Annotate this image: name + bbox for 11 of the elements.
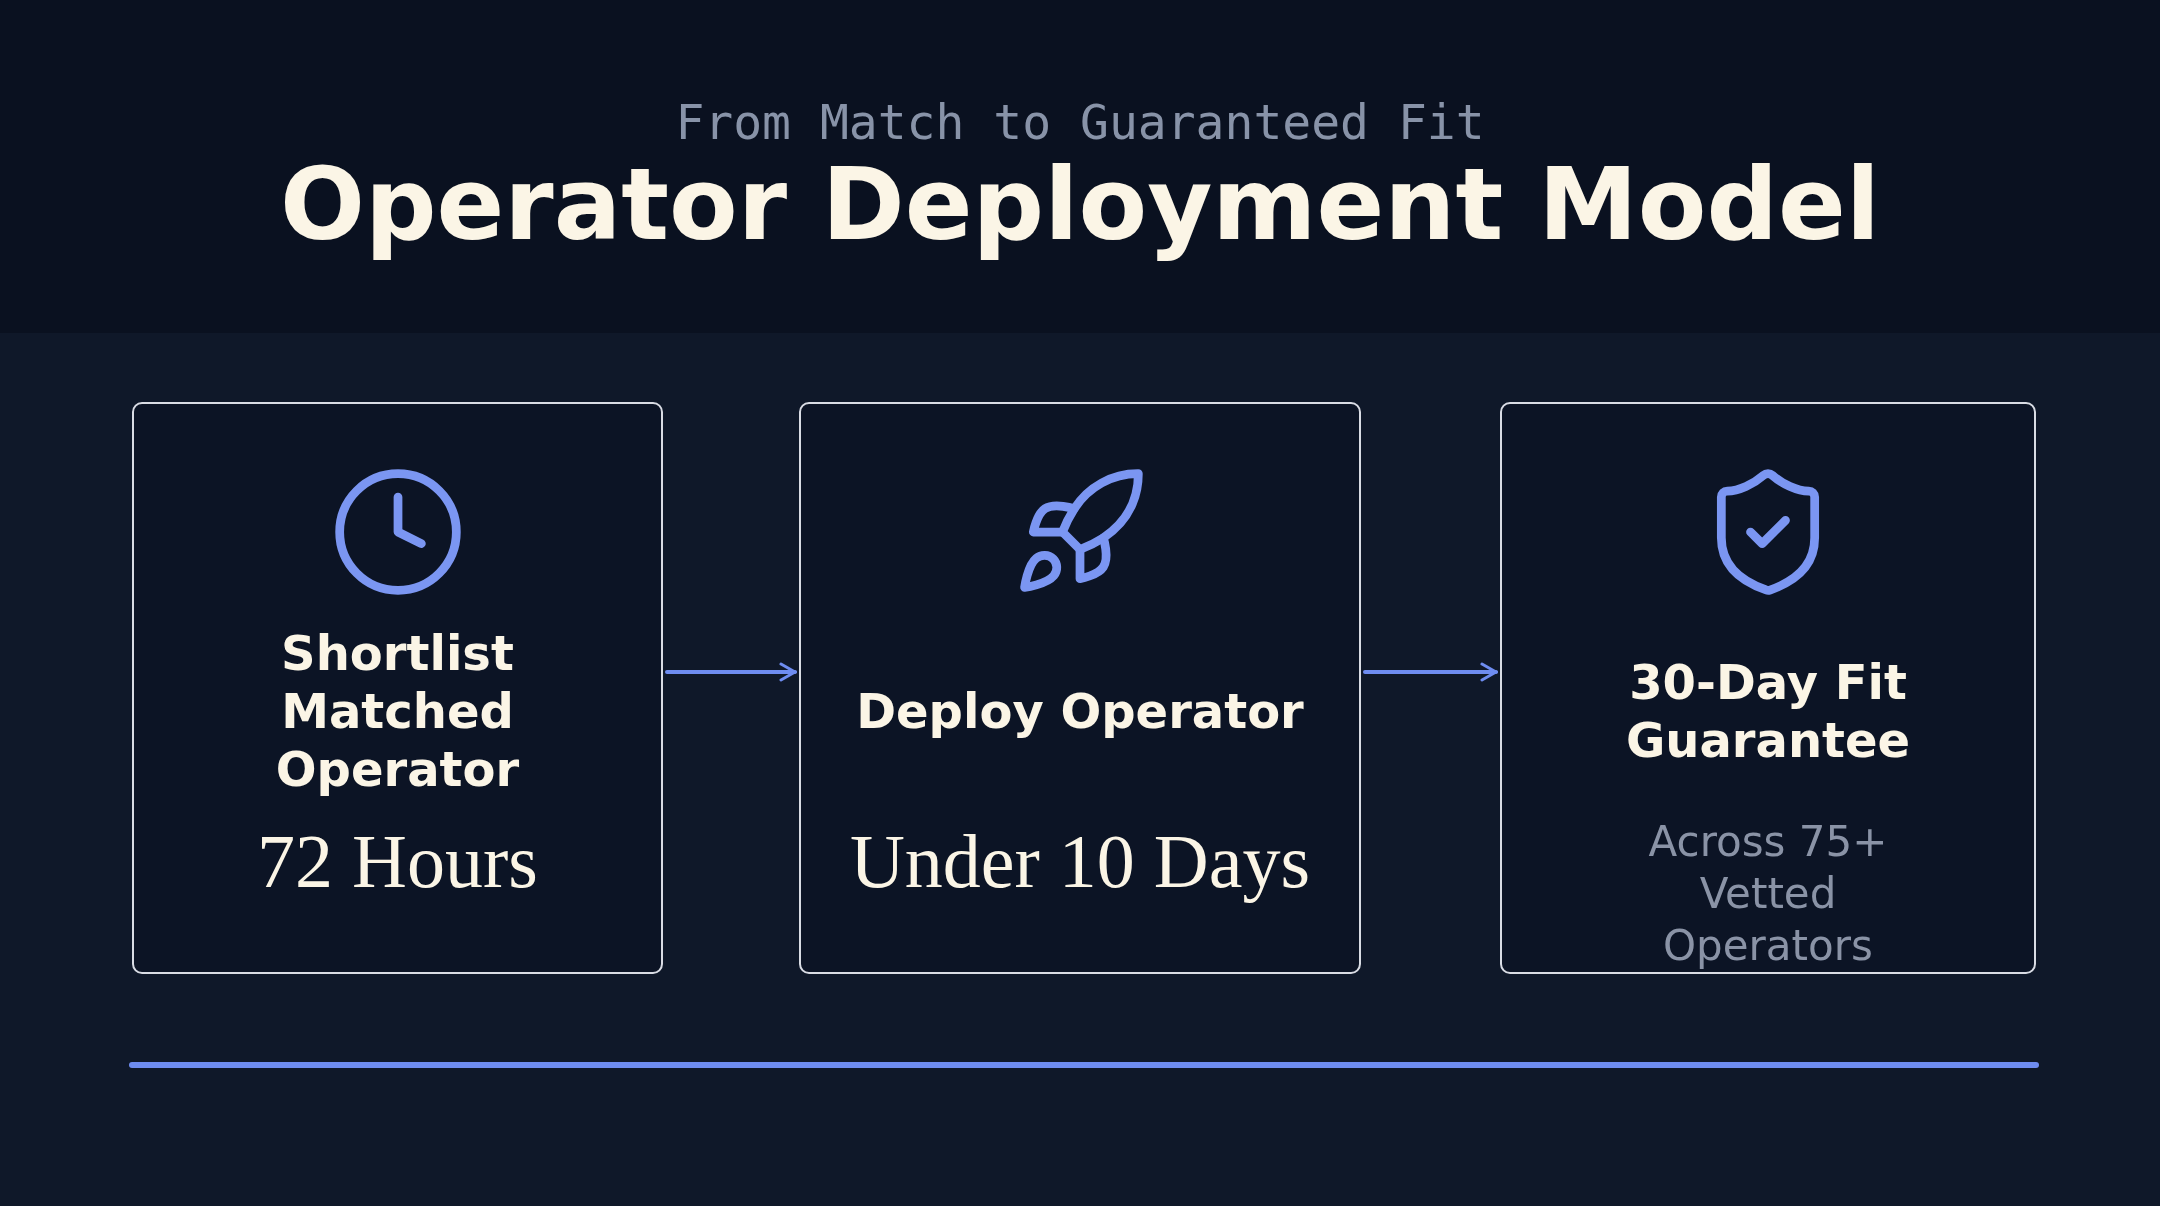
duration-text: Under 10 Days (849, 818, 1311, 905)
step-heading: Deploy Operator (856, 682, 1304, 740)
arrow (1363, 662, 1498, 682)
arrow (665, 662, 797, 682)
step-heading: 30-Day Fit Guarantee (1624, 653, 1912, 769)
step-card (799, 402, 1361, 974)
description-text: Across 75+ Vetted Operators (1647, 816, 1889, 972)
duration-text: 72 Hours (257, 818, 538, 905)
step-card (1500, 402, 2036, 974)
step-heading: Shortlist Matched Operator (274, 624, 521, 798)
step-card (132, 402, 663, 974)
